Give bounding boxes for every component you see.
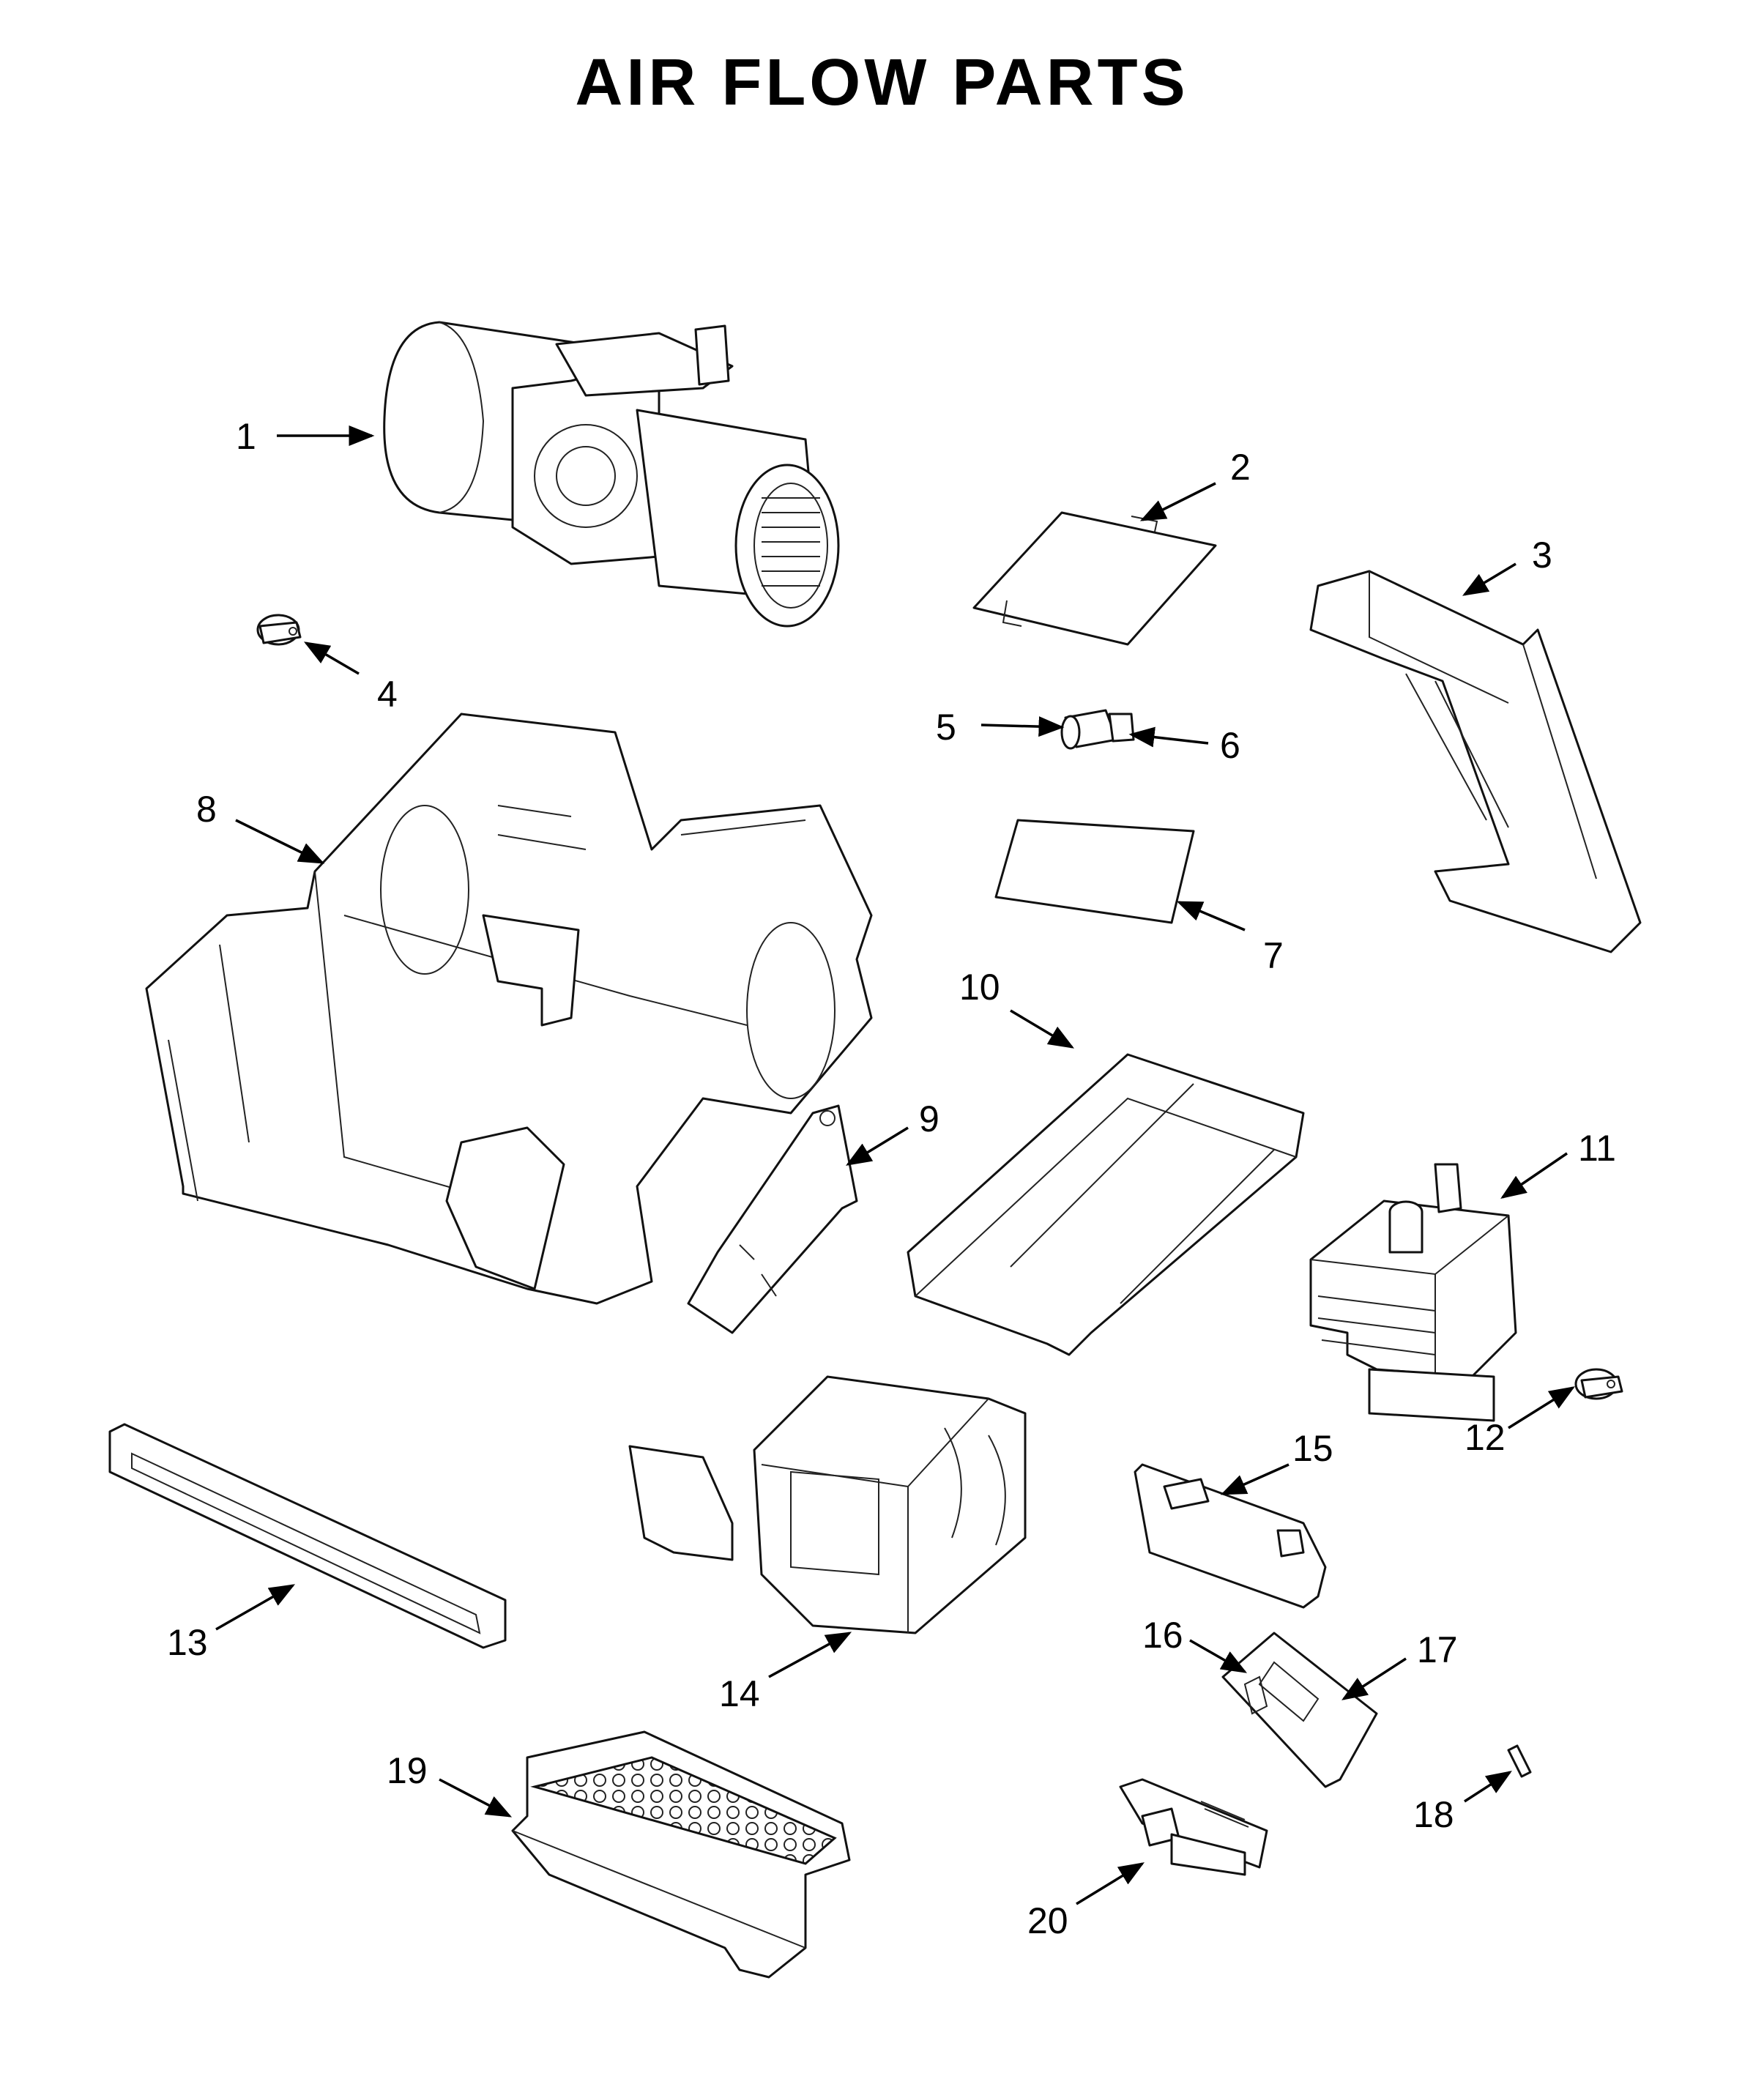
callout-11: 11 [1578, 1128, 1616, 1169]
part-2-cover-plate [972, 511, 1217, 646]
part-8-air-duct-housing [145, 713, 873, 1305]
callout-18: 18 [1413, 1794, 1454, 1835]
callout-4: 4 [377, 674, 398, 715]
callout-8: 8 [196, 789, 217, 830]
callout-12: 12 [1465, 1417, 1506, 1458]
callout-15: 15 [1292, 1428, 1333, 1469]
part-16-17-control-board [1221, 1632, 1378, 1788]
callout-9: 9 [919, 1098, 939, 1139]
callout-2: 2 [1230, 447, 1251, 488]
part-9-switch-bracket [687, 1104, 858, 1334]
part-11-magnetron [1309, 1163, 1517, 1422]
callout-6: 6 [1220, 725, 1240, 766]
part-3-bracket [1309, 570, 1642, 953]
callout-13: 13 [167, 1622, 208, 1663]
callout-3: 3 [1532, 535, 1552, 576]
part-19-vent-grille [511, 1730, 851, 1979]
callout-leaders [215, 425, 1575, 1905]
part-4-thermostat [256, 614, 302, 646]
part-1-blower-motor [383, 321, 840, 628]
part-7-shield-sheet [994, 819, 1195, 924]
part-14-vent-duct [628, 1375, 1027, 1634]
callout-20: 20 [1027, 1900, 1068, 1941]
part-10-duct-cover [907, 1053, 1305, 1356]
callout-10: 10 [959, 967, 1000, 1008]
part-20-relay-board [1119, 1778, 1268, 1876]
callout-5: 5 [936, 707, 956, 748]
callout-labels: 1 2 3 4 5 6 7 8 9 10 11 12 13 14 15 16 1… [167, 416, 1616, 1941]
callout-7: 7 [1263, 935, 1284, 976]
callout-19: 19 [387, 1750, 428, 1791]
part-13-grease-filter [108, 1423, 507, 1649]
part-18-fuse [1507, 1744, 1532, 1778]
callout-14: 14 [719, 1673, 760, 1714]
callout-16: 16 [1142, 1615, 1183, 1656]
callout-1: 1 [236, 416, 256, 457]
diagram-title: AIR FLOW PARTS [575, 46, 1189, 119]
part-15-board-bracket [1134, 1463, 1327, 1609]
part-12-thermostat [1574, 1368, 1623, 1400]
part-5-6-lamp-socket [1060, 709, 1135, 750]
callout-17: 17 [1417, 1629, 1458, 1670]
